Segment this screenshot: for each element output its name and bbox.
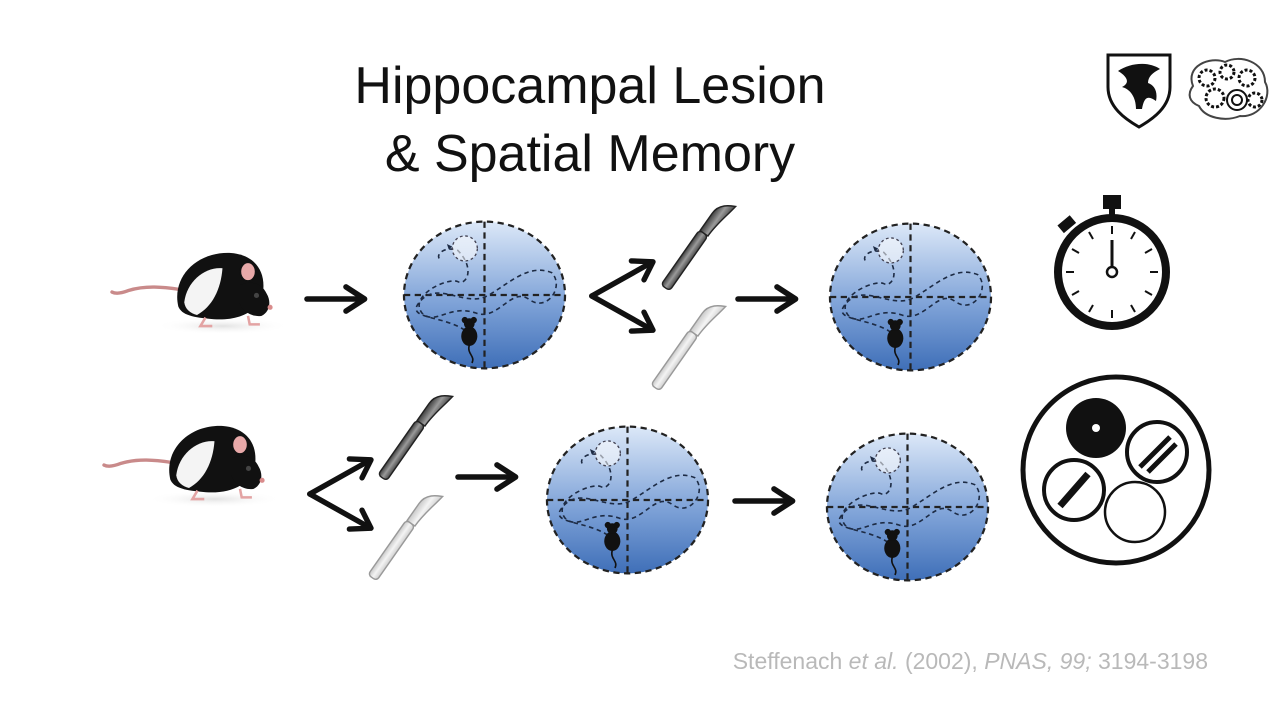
- branch-arrows-icon: [310, 459, 371, 529]
- title-line-1: Hippocampal Lesion: [354, 57, 826, 115]
- water-maze-3: [545, 425, 710, 575]
- citation-volume: 99;: [1059, 648, 1092, 674]
- object-arena-icon: [1020, 374, 1212, 566]
- scalpel-dark-icon: [660, 196, 737, 295]
- rat-icon-row1: [110, 251, 293, 337]
- scalpel-dark-icon: [377, 386, 454, 485]
- gears-brain-logo: [1188, 57, 1269, 120]
- slide-title: Hippocampal Lesion & Spatial Memory: [290, 52, 890, 188]
- arrow-icon: [735, 489, 793, 513]
- scalpel-light-icon: [650, 296, 727, 395]
- citation-etal: et al.: [848, 648, 899, 674]
- stopwatch-icon: [1054, 195, 1170, 330]
- branch-arrows-icon: [592, 261, 653, 331]
- citation-author: Steffenach: [732, 648, 843, 674]
- scalpel-light-icon: [367, 486, 444, 585]
- citation-year: (2002),: [904, 648, 978, 674]
- water-maze-4: [825, 432, 990, 582]
- citation: Steffenach et al. (2002), PNAS, 99; 3194…: [733, 648, 1208, 675]
- water-maze-2: [828, 222, 993, 372]
- title-line-2: & Spatial Memory: [384, 125, 796, 183]
- rat-icon-row2: [102, 424, 285, 510]
- citation-journal: PNAS,: [984, 648, 1054, 674]
- arrow-icon: [307, 287, 365, 311]
- arrow-icon: [738, 287, 796, 311]
- arrow-icon: [458, 465, 516, 489]
- water-maze-1: [402, 220, 567, 370]
- shield-eagle-logo: [1106, 53, 1172, 129]
- citation-pages: 3194-3198: [1098, 648, 1208, 674]
